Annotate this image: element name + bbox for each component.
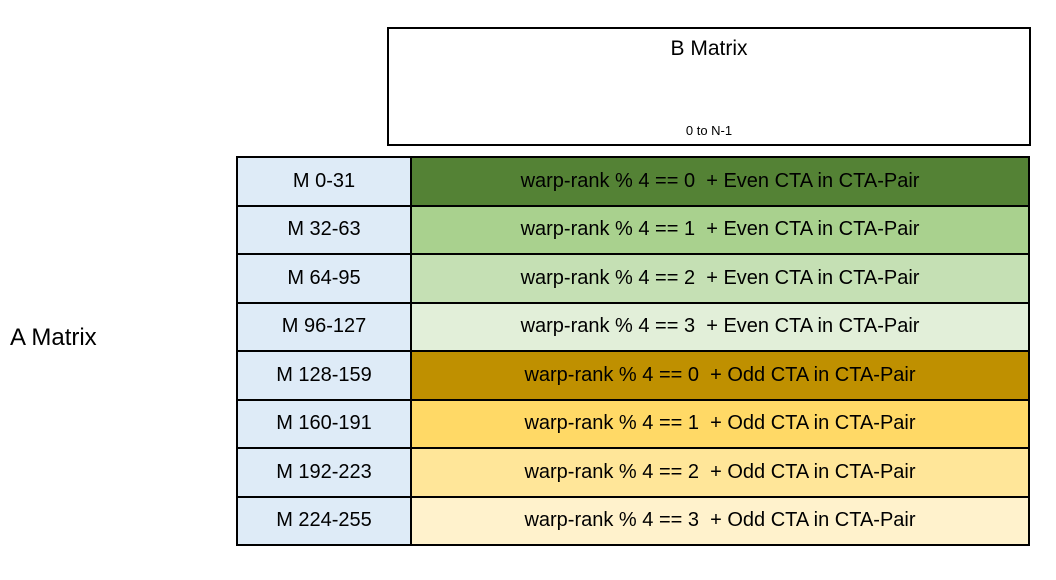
b-matrix-range-label: 0 to N-1 <box>685 122 733 138</box>
m-range-cell: M 160-191 <box>238 400 410 447</box>
mapping-cell: warp-rank % 4 == 0 + Even CTA in CTA-Pai… <box>412 158 1028 205</box>
m-range-cell: M 192-223 <box>238 449 410 496</box>
m-range-cell: M 0-31 <box>238 158 410 205</box>
m-range-cell: M 128-159 <box>238 352 410 399</box>
mapping-cell: warp-rank % 4 == 1 + Even CTA in CTA-Pai… <box>412 206 1028 253</box>
mapping-cell: warp-rank % 4 == 0 + Odd CTA in CTA-Pair <box>412 352 1028 399</box>
mapping-cell: warp-rank % 4 == 2 + Even CTA in CTA-Pai… <box>412 255 1028 302</box>
m-range-cell: M 32-63 <box>238 206 410 253</box>
b-matrix-title: B Matrix <box>670 37 748 60</box>
mapping-cell: warp-rank % 4 == 3 + Even CTA in CTA-Pai… <box>412 303 1028 350</box>
mapping-cell: warp-rank % 4 == 1 + Odd CTA in CTA-Pair <box>412 400 1028 447</box>
a-matrix-label: A Matrix <box>10 324 97 351</box>
mapping-cell: warp-rank % 4 == 2 + Odd CTA in CTA-Pair <box>412 449 1028 496</box>
m-range-cell: M 96-127 <box>238 303 410 350</box>
mapping-cell: warp-rank % 4 == 3 + Odd CTA in CTA-Pair <box>412 497 1028 544</box>
b-matrix-box: B Matrix 0 to N-1 <box>387 27 1031 146</box>
m-range-cell: M 224-255 <box>238 497 410 544</box>
m-range-cell: M 64-95 <box>238 255 410 302</box>
